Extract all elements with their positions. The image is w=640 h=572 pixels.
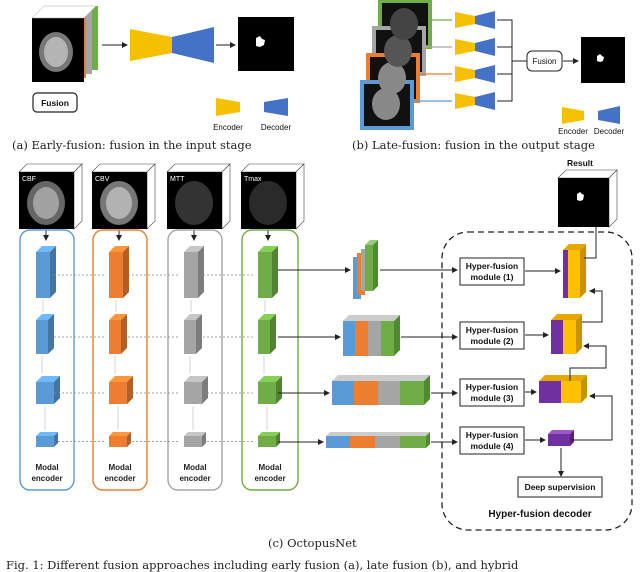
legend-decoder-icon bbox=[264, 98, 288, 116]
encoder-block-cbf-level-2 bbox=[36, 314, 54, 354]
svg-text:Hyper-fusion: Hyper-fusion bbox=[466, 382, 518, 392]
decoder-level-3 bbox=[539, 375, 587, 403]
encoder-block-cbv-level-1 bbox=[109, 246, 129, 298]
concat-level-2 bbox=[343, 315, 400, 356]
concatenated-features bbox=[326, 240, 430, 448]
hyper-fusion-module-4: Hyper-fusion module (4) bbox=[459, 426, 525, 455]
svg-text:Modal: Modal bbox=[258, 463, 281, 472]
hyper-fusion-decoder-label: Hyper-fusion decoder bbox=[488, 509, 591, 520]
concat-level-1 bbox=[353, 240, 378, 299]
svg-text:Hyper-fusion: Hyper-fusion bbox=[466, 430, 518, 440]
svg-text:Deep supervision: Deep supervision bbox=[525, 482, 596, 492]
encoder-block-cbv-level-4 bbox=[109, 432, 131, 447]
svg-text:Modal: Modal bbox=[183, 463, 206, 472]
hyper-fusion-decoder-region bbox=[441, 231, 633, 531]
encoder-block-mtt-level-3 bbox=[184, 376, 208, 404]
encoder-block-tmax-level-4 bbox=[258, 432, 280, 447]
svg-text:module (4): module (4) bbox=[471, 441, 514, 451]
svg-text:MTT: MTT bbox=[170, 176, 185, 183]
encoder-block-cbf-level-3 bbox=[36, 376, 60, 404]
svg-text:encoder: encoder bbox=[179, 474, 210, 483]
svg-text:Hyper-fusion: Hyper-fusion bbox=[466, 325, 518, 335]
svg-text:Modal: Modal bbox=[35, 463, 58, 472]
encoder-block-tmax-level-2 bbox=[258, 314, 276, 354]
encoder-block-cbv-level-3 bbox=[109, 376, 133, 404]
encoder-block-tmax-level-3 bbox=[258, 376, 282, 404]
decoder-level-2 bbox=[551, 314, 582, 354]
svg-text:Fusion: Fusion bbox=[532, 57, 556, 66]
encoder-feature-blocks bbox=[36, 246, 282, 447]
decoder-features bbox=[539, 244, 587, 446]
input-cbf: CBF bbox=[18, 163, 83, 230]
legend-b-decoder-icon bbox=[598, 106, 620, 124]
svg-text:Decoder: Decoder bbox=[594, 127, 625, 136]
hyper-fusion-module-3: Hyper-fusion module (3) bbox=[459, 378, 525, 407]
panel-a-early-fusion: Fusion Encoder Decoder bbox=[31, 5, 294, 132]
input-mtt: MTT bbox=[166, 163, 231, 230]
input-cbv: CBV bbox=[91, 163, 156, 230]
svg-text:CBF: CBF bbox=[22, 176, 36, 183]
svg-text:module (1): module (1) bbox=[471, 272, 514, 282]
output-mask bbox=[238, 17, 294, 71]
fusion-label: Fusion bbox=[41, 98, 69, 108]
stacked-modality-images bbox=[360, 0, 432, 130]
encoder-block-tmax-level-1 bbox=[258, 246, 278, 298]
encoder-block-cbf-level-1 bbox=[36, 246, 56, 298]
svg-text:Hyper-fusion: Hyper-fusion bbox=[466, 261, 518, 271]
decoder-block bbox=[172, 27, 214, 63]
deep-supervision-box bbox=[517, 476, 603, 498]
figure-footer: Fig. 1: Different fusion approaches incl… bbox=[6, 558, 519, 572]
svg-text:encoder: encoder bbox=[31, 474, 62, 483]
caption-c: (c) OctopusNet bbox=[268, 536, 357, 550]
hyper-fusion-modules: Hyper-fusion module (1) Hyper-fusion mod… bbox=[459, 257, 525, 455]
encoder-block-mtt-level-1 bbox=[184, 246, 204, 298]
encoder-frame-mtt bbox=[167, 229, 223, 491]
caption-a: (a) Early-fusion: fusion in the input st… bbox=[12, 138, 252, 152]
stacked-input-volumes bbox=[31, 5, 98, 82]
svg-text:Encoder: Encoder bbox=[213, 123, 243, 132]
panel-b-late-fusion: Fusion Encoder Decoder bbox=[360, 0, 625, 136]
svg-text:CBV: CBV bbox=[95, 176, 110, 183]
input-tmax: Tmax bbox=[240, 163, 305, 230]
result-image bbox=[557, 169, 618, 228]
encoder-block-cbf-level-4 bbox=[36, 432, 58, 447]
hyper-fusion-module-1: Hyper-fusion module (1) bbox=[459, 257, 525, 286]
svg-text:Encoder: Encoder bbox=[558, 127, 588, 136]
branch-encoders-decoders bbox=[414, 11, 495, 110]
encoder-frame-cbf bbox=[19, 229, 75, 491]
concat-level-3 bbox=[332, 375, 430, 405]
modal-encoder-labels: Modal encoder Modal encoder Modal encode… bbox=[31, 463, 285, 483]
modality-inputs: CBF CBV MTT Tmax bbox=[18, 163, 305, 230]
encoder-frame-tmax bbox=[241, 229, 299, 491]
fusion-box bbox=[32, 92, 78, 113]
decoder-level-4 bbox=[548, 430, 574, 446]
legend-encoder-icon bbox=[216, 98, 240, 116]
svg-text:encoder: encoder bbox=[104, 474, 135, 483]
encoder-block-cbv-level-2 bbox=[109, 314, 127, 354]
caption-b: (b) Late-fusion: fusion in the output st… bbox=[352, 138, 595, 152]
svg-text:module (3): module (3) bbox=[471, 393, 514, 403]
encoder-frame-cbv bbox=[92, 229, 148, 491]
panel-c-octopusnet: CBF CBV MTT Tmax bbox=[18, 158, 633, 531]
svg-text:Modal: Modal bbox=[108, 463, 131, 472]
result-label: Result bbox=[567, 158, 593, 168]
legend-b-encoder-icon bbox=[562, 107, 584, 124]
encoder-block bbox=[130, 29, 172, 61]
concat-level-4 bbox=[326, 432, 430, 448]
decoder-level-1 bbox=[563, 244, 586, 298]
encoder-block-mtt-level-4 bbox=[184, 432, 206, 447]
encoder-block-mtt-level-2 bbox=[184, 314, 202, 354]
hyper-fusion-module-2: Hyper-fusion module (2) bbox=[459, 321, 525, 350]
svg-text:encoder: encoder bbox=[254, 474, 285, 483]
late-fusion-box bbox=[526, 50, 563, 72]
svg-text:Decoder: Decoder bbox=[261, 123, 292, 132]
svg-text:module (2): module (2) bbox=[471, 336, 514, 346]
svg-text:Tmax: Tmax bbox=[244, 176, 262, 183]
